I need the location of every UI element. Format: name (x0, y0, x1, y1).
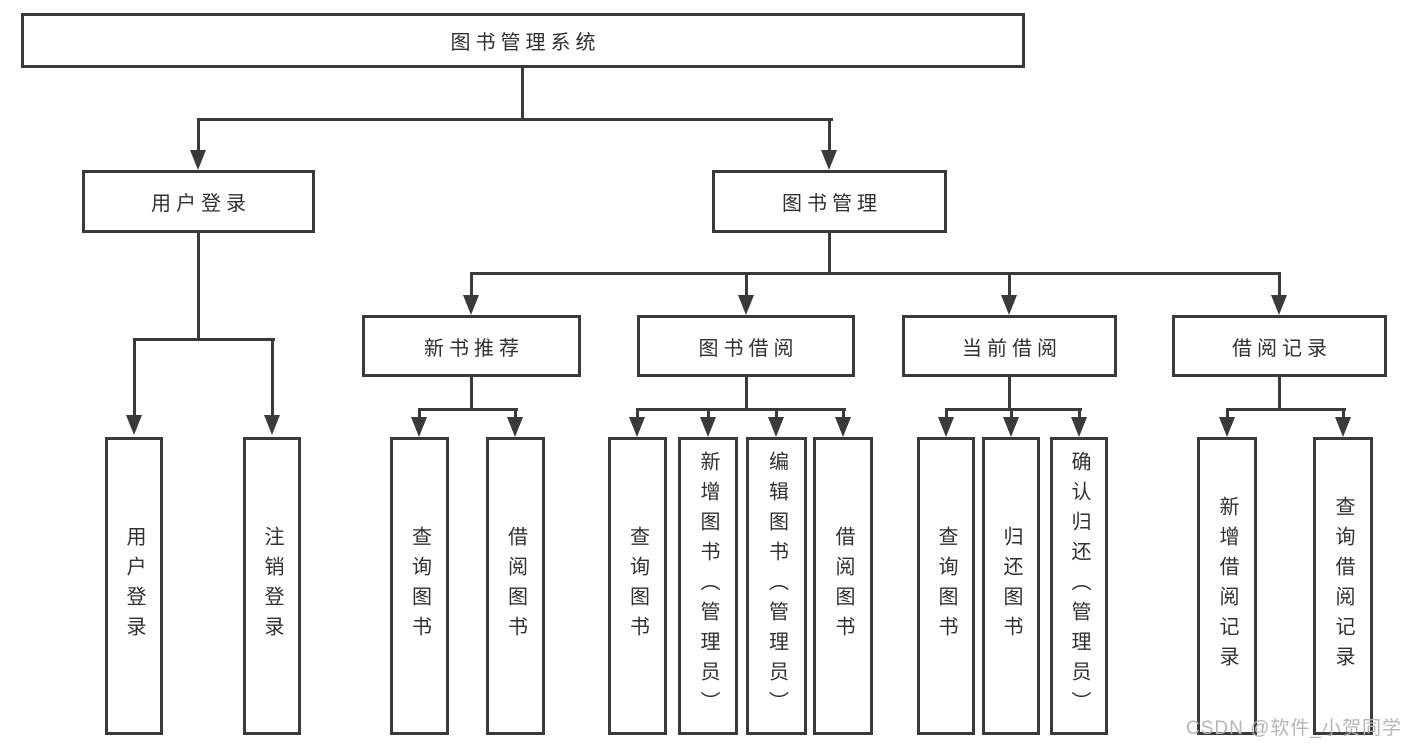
connector-userlogin-rail (133, 338, 275, 341)
arrow-down-icon (821, 150, 837, 170)
connector-drop (775, 408, 778, 419)
node-current-borrowing-label: 当前借阅 (962, 337, 1062, 360)
connector-drop (745, 272, 748, 297)
node-return-book: 归还图书 (982, 437, 1040, 735)
node-add-borrow-record: 新增借阅记录 (1197, 437, 1257, 735)
connector-drop (418, 408, 421, 419)
arrow-down-icon (835, 417, 851, 437)
node-borrow-book-recommend: 借阅图书 (486, 437, 545, 735)
arrow-down-icon (700, 417, 716, 437)
connector-drop (1226, 408, 1229, 419)
node-add-book-admin-label: 新增图书（管理员） (697, 451, 719, 721)
connector-level3-rail (470, 272, 1281, 275)
connector-stem (1008, 377, 1011, 411)
node-user-login: 用户登录 (82, 170, 315, 233)
arrow-down-icon (1071, 417, 1087, 437)
node-query-book-current-label: 查询图书 (935, 526, 957, 646)
connector-drop (1008, 272, 1011, 297)
arrow-down-icon (126, 415, 142, 435)
node-borrow-records-label: 借阅记录 (1232, 337, 1332, 360)
connector-stem (1278, 377, 1281, 411)
connector-rail (945, 408, 1082, 411)
node-borrow-book: 借阅图书 (813, 437, 873, 735)
arrow-down-icon (738, 295, 754, 315)
arrow-down-icon (1271, 295, 1287, 315)
node-borrow-book-label: 借阅图书 (832, 526, 854, 646)
connector-drop (707, 408, 710, 419)
arrow-down-icon (629, 417, 645, 437)
node-book-borrowing-label: 图书借阅 (698, 337, 799, 360)
arrow-down-icon (507, 417, 523, 437)
connector-stem (470, 377, 473, 411)
node-query-book-borrowing-label: 查询图书 (626, 526, 649, 646)
connector-drop (133, 338, 136, 417)
connector-stem (745, 377, 748, 411)
connector-drop (1078, 408, 1081, 419)
connector-rail (636, 408, 846, 411)
connector-drop (945, 408, 948, 419)
node-user-login-label: 用户登录 (151, 193, 251, 215)
node-confirm-return-admin: 确认归还（管理员） (1050, 437, 1108, 735)
node-add-borrow-record-label: 新增借阅记录 (1216, 496, 1238, 676)
connector-bookmgmt-stem (828, 233, 831, 275)
connector-drop (197, 118, 200, 152)
node-login-action: 用户登录 (105, 437, 163, 735)
arrow-down-icon (1001, 295, 1017, 315)
csdn-watermark: CSDN @软件_小贺同学 (1186, 718, 1402, 739)
node-confirm-return-admin-label: 确认归还（管理员） (1068, 451, 1090, 721)
connector-root-stem (521, 68, 524, 121)
arrow-down-icon (411, 417, 427, 437)
node-add-book-admin: 新增图书（管理员） (678, 437, 738, 735)
arrow-down-icon (768, 417, 784, 437)
connector-drop (1342, 408, 1345, 419)
arrow-down-icon (463, 295, 479, 315)
node-library-system-label: 图书管理系统 (450, 32, 601, 54)
connector-drop (1278, 272, 1281, 297)
connector-drop (1010, 408, 1013, 419)
connector-drop (842, 408, 845, 419)
connector-rail (418, 408, 518, 411)
connector-drop (271, 338, 274, 417)
node-current-borrowing: 当前借阅 (902, 315, 1117, 377)
node-borrow-records: 借阅记录 (1172, 315, 1387, 377)
arrow-down-icon (938, 417, 954, 437)
node-return-book-label: 归还图书 (1000, 526, 1022, 646)
connector-drop (636, 408, 639, 419)
node-query-borrow-record: 查询借阅记录 (1313, 437, 1373, 735)
arrow-down-icon (1003, 417, 1019, 437)
node-query-book-recommend: 查询图书 (390, 437, 449, 735)
node-new-book-recommend: 新书推荐 (362, 315, 581, 377)
node-logout-action-label: 注销登录 (261, 526, 283, 646)
connector-drop (828, 118, 831, 152)
connector-drop (514, 408, 517, 419)
node-borrow-book-recommend-label: 借阅图书 (504, 526, 527, 646)
node-book-management: 图书管理 (712, 170, 947, 233)
connector-rail (1226, 408, 1346, 411)
node-edit-book-admin: 编辑图书（管理员） (746, 437, 807, 735)
node-library-system: 图书管理系统 (21, 13, 1025, 68)
node-query-book-borrowing: 查询图书 (608, 437, 667, 735)
connector-drop (470, 272, 473, 297)
connector-level1-rail (197, 118, 833, 121)
connector-userlogin-stem (197, 233, 200, 338)
arrow-down-icon (264, 415, 280, 435)
node-book-management-label: 图书管理 (782, 193, 882, 215)
arrow-down-icon (190, 150, 206, 170)
node-login-action-label: 用户登录 (123, 526, 145, 646)
node-logout-action: 注销登录 (243, 437, 301, 735)
arrow-down-icon (1335, 417, 1351, 437)
node-edit-book-admin-label: 编辑图书（管理员） (765, 451, 788, 721)
node-query-book-recommend-label: 查询图书 (408, 526, 431, 646)
node-book-borrowing: 图书借阅 (637, 315, 855, 377)
node-query-book-current: 查询图书 (917, 437, 975, 735)
node-query-borrow-record-label: 查询借阅记录 (1332, 496, 1354, 676)
arrow-down-icon (1219, 417, 1235, 437)
node-new-book-recommend-label: 新书推荐 (424, 337, 524, 360)
